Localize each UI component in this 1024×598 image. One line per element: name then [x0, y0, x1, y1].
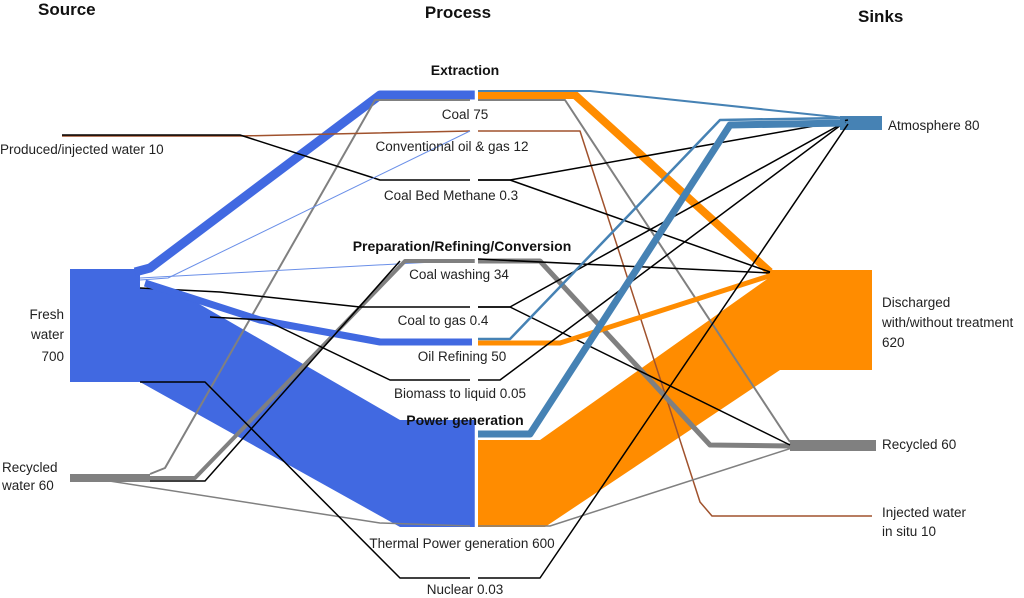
process-label-biomass-to-liquid: Biomass to liquid 0.05 — [393, 386, 527, 401]
sink-node-recycled — [790, 440, 876, 451]
link-coal-to-recycled — [478, 99, 791, 443]
sink-label-discharged-1: Discharged — [882, 295, 951, 310]
source-node-recycled-water — [70, 474, 150, 482]
process-label-conventional-oil-gas: Conventional oil & gas 12 — [375, 139, 529, 154]
source-label-fresh-water-2: water — [30, 327, 64, 342]
link-oil-refining-to-discharged — [478, 272, 773, 346]
link-coal-to-atmosphere — [478, 90, 846, 119]
link-thermal-to-atmosphere — [478, 119, 846, 438]
link-coal-to-gas-to-recycled — [478, 306, 791, 446]
link-fresh-to-coal-to-gas — [139, 287, 470, 308]
source-label-fresh-water-1: Fresh — [29, 307, 64, 322]
column-header-sinks: Sinks — [858, 7, 904, 26]
link-recycled-to-thermal — [89, 477, 471, 527]
link-produced-to-cbm — [62, 134, 470, 181]
process-label-coal: Coal 75 — [441, 107, 489, 122]
link-cbm-to-discharged — [478, 179, 771, 273]
group-label-extraction: Extraction — [430, 62, 500, 78]
sink-label-injected-2: in situ 10 — [882, 524, 937, 539]
link-recycled-to-coal — [149, 99, 470, 475]
source-node-fresh-water — [70, 269, 140, 382]
link-conv-oil-gas-to-injected — [478, 130, 872, 517]
sink-label-discharged-2: with/without treatment — [882, 315, 1014, 330]
link-thermal-to-recycled — [478, 446, 796, 527]
link-fresh-to-coal — [133, 90, 475, 277]
link-coal-washing-to-discharged — [477, 258, 771, 274]
group-label-preparation: Preparation/Refining/Conversion — [352, 238, 572, 254]
link-fresh-to-biomass — [209, 316, 470, 381]
process-label-coal-bed-methane: Coal Bed Methane 0.3 — [383, 188, 519, 203]
sink-node-atmosphere — [840, 116, 882, 130]
source-label-recycled-water-1: Recycled — [2, 460, 58, 475]
sink-label-discharged-3: 620 — [882, 335, 905, 350]
sink-label-atmosphere: Atmosphere 80 — [888, 118, 980, 133]
process-label-coal-washing: Coal washing 34 — [409, 267, 509, 282]
link-recycled-to-coal-washing — [150, 259, 475, 480]
link-biomass-to-atmosphere — [478, 121, 846, 381]
group-label-power-generation: Power generation — [406, 412, 524, 428]
link-nuclear-to-atmosphere — [478, 123, 849, 579]
link-produced-to-conv-oil-gas — [62, 130, 471, 137]
column-header-process: Process — [424, 3, 492, 22]
process-label-coal-to-gas: Coal to gas 0.4 — [397, 313, 489, 328]
column-header-source: Source — [38, 0, 96, 19]
sink-label-injected-1: Injected water — [882, 505, 967, 520]
source-label-recycled-water-2: water 60 — [2, 478, 54, 493]
link-fresh-to-nuclear — [140, 381, 470, 579]
link-fresh-to-oil-refining — [143, 279, 472, 346]
link-coal-to-discharged — [478, 91, 773, 275]
process-label-thermal-power: Thermal Power generation 600 — [369, 536, 555, 551]
source-label-produced-water: Produced/injected water 10 — [0, 142, 164, 157]
sink-label-recycled: Recycled 60 — [882, 437, 957, 452]
process-label-oil-refining: Oil Refining 50 — [417, 349, 507, 364]
link-oil-refining-to-atmosphere — [478, 116, 846, 341]
link-recycled-to-oil-refining — [150, 260, 401, 482]
sink-node-discharged — [770, 270, 872, 370]
process-label-nuclear: Nuclear 0.03 — [426, 582, 504, 597]
source-label-fresh-water-3: 700 — [41, 349, 64, 364]
link-fresh-to-conv-oil-gas — [139, 130, 471, 281]
link-fresh-to-thermal — [140, 288, 475, 527]
